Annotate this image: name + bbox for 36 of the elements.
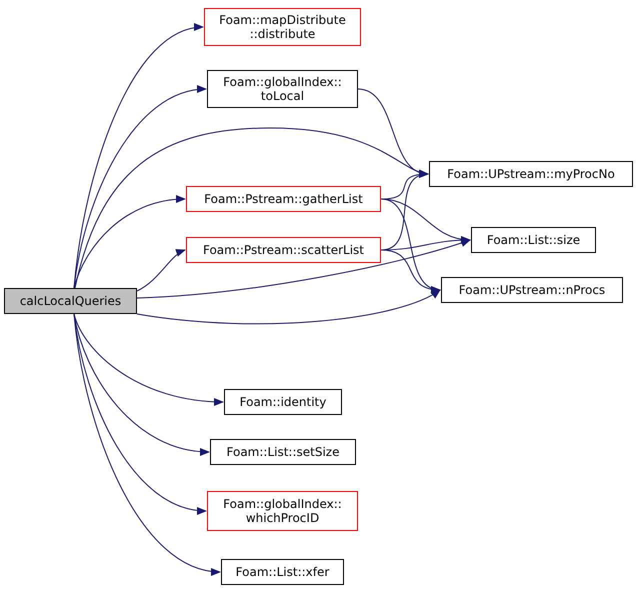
arrow <box>74 314 210 456</box>
function-box <box>186 186 381 212</box>
function-box <box>186 237 381 263</box>
function-name: Foam::List::xfer <box>234 565 330 579</box>
function-name: calcLocalQueries <box>18 294 122 308</box>
function-box <box>204 8 361 46</box>
function-name: Foam::Pstream::gatherList <box>203 192 364 206</box>
function-box <box>224 389 342 415</box>
arrow <box>74 86 207 288</box>
function-box <box>4 288 137 314</box>
arrow <box>74 24 204 288</box>
function-box <box>207 70 358 108</box>
arrow <box>74 314 221 575</box>
arrow <box>74 128 429 288</box>
arrow <box>74 196 186 288</box>
function-name: Foam::List::setSize <box>226 445 340 459</box>
function-box <box>221 559 344 585</box>
function-box <box>429 161 633 187</box>
function-name: Foam::mapDistribute ::distribute <box>218 13 347 41</box>
function-name: Foam::identity <box>238 395 328 409</box>
function-box <box>441 277 623 303</box>
function-name: Foam::Pstream::scatterList <box>202 243 365 257</box>
function-box <box>210 439 356 465</box>
function-name: Foam::globalIndex:: toLocal <box>222 75 343 103</box>
function-name: Foam::globalIndex:: whichProcID <box>222 497 343 525</box>
function-name: Foam::List::size <box>486 233 582 247</box>
arrow <box>136 239 471 298</box>
function-name: Foam::UPstream::myProcNo <box>446 167 616 181</box>
arrow <box>136 250 186 292</box>
arrow <box>380 250 441 294</box>
function-name: Foam::UPstream::nProcs <box>458 283 606 297</box>
arrow <box>74 314 207 514</box>
function-box <box>207 491 358 531</box>
arrow <box>136 289 441 324</box>
arrow <box>74 314 224 406</box>
function-box <box>471 227 596 253</box>
